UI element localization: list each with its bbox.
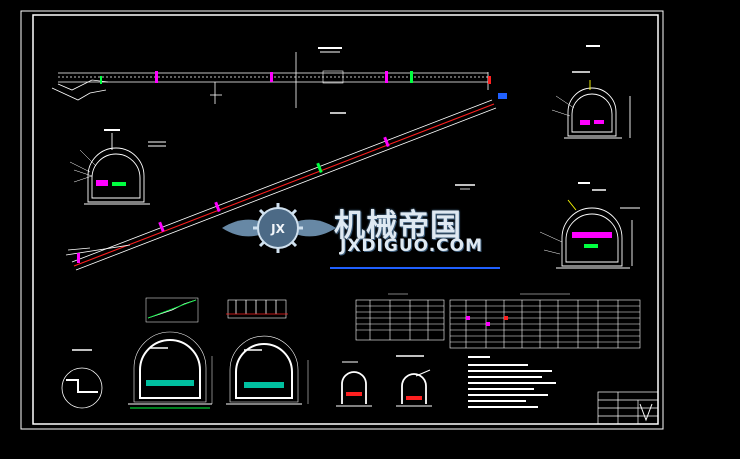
table-large [449, 293, 641, 349]
notes-block [468, 356, 556, 408]
tunnel-section-bottom-1 [128, 331, 213, 409]
title-block [597, 391, 659, 425]
inclined-profile [65, 99, 497, 271]
table-small [355, 293, 445, 341]
tunnel-section-bottom-2 [226, 335, 309, 405]
watermark-title: 机械帝国 [334, 208, 462, 244]
gear-wings-logo-icon: JX [222, 203, 336, 253]
outer-frame [20, 10, 664, 430]
tunnel-section-bottom-4 [396, 355, 432, 407]
tunnel-section-left-mid [69, 129, 166, 205]
detail-drawings-row [145, 297, 288, 323]
tunnel-section-top-right [551, 45, 631, 139]
circle-detail [61, 349, 103, 409]
inner-frame [32, 14, 659, 425]
watermark-subtitle: JXDIGUO.COM [340, 236, 484, 256]
watermark-badge: JX [270, 222, 285, 236]
inclined-markers [77, 136, 390, 263]
profile-markers [100, 70, 507, 99]
tunnel-section-right-mid [539, 182, 640, 269]
tunnel-section-bottom-3 [336, 361, 372, 407]
